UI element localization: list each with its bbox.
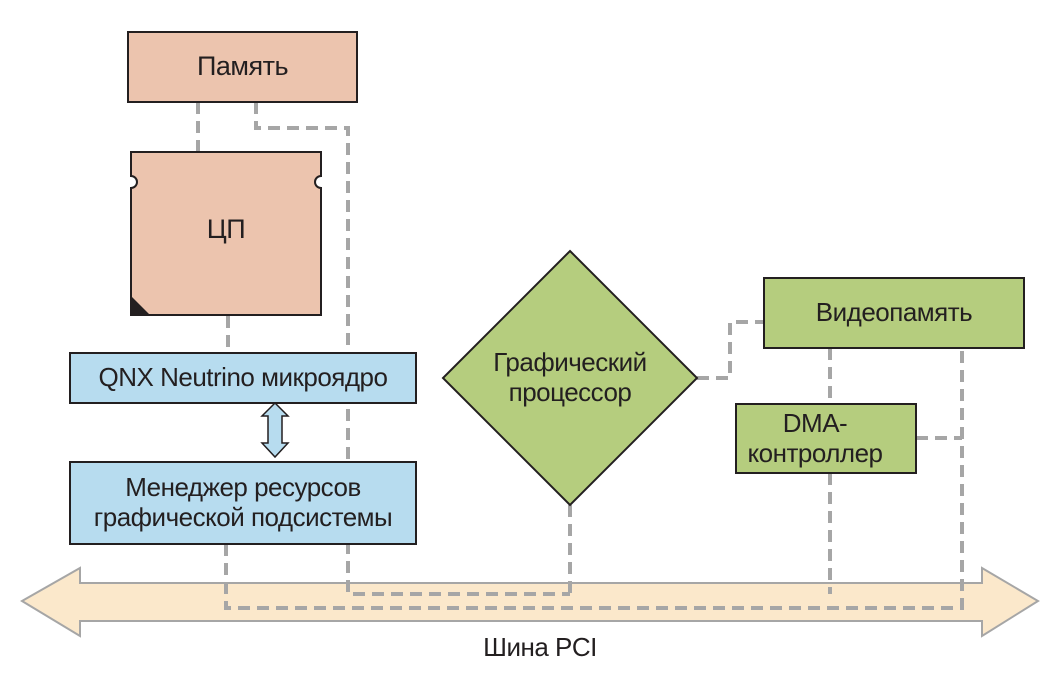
resource-manager-label: Менеджер ресурсов графической подсистемы xyxy=(93,472,393,532)
microkernel-label: QNX Neutrino микроядро xyxy=(98,362,388,393)
video-memory-label: Видеопамять xyxy=(815,297,973,328)
dma-controller-label: DMA-контроллер xyxy=(747,407,883,468)
connector-gpu-videomemory xyxy=(697,320,765,380)
cpu-box xyxy=(130,151,322,316)
connector-memory-bus xyxy=(254,102,570,596)
video-memory-box xyxy=(763,277,1025,349)
resource-manager-box xyxy=(69,461,417,545)
connector-lines xyxy=(196,102,964,610)
memory-label: Память xyxy=(196,51,289,82)
cpu-label: ЦП xyxy=(206,214,246,245)
gpu-label: Графический процессор xyxy=(493,347,647,407)
gpu-diamond xyxy=(441,249,699,507)
pci-bus-arrow xyxy=(20,566,1040,638)
cpu-pin1-marker xyxy=(131,296,150,315)
double-arrow-icon xyxy=(260,401,290,459)
dma-controller-box xyxy=(735,403,917,474)
pci-bus-label: Шина PCI xyxy=(483,632,597,663)
microkernel-box xyxy=(69,352,417,404)
memory-box xyxy=(127,31,358,103)
